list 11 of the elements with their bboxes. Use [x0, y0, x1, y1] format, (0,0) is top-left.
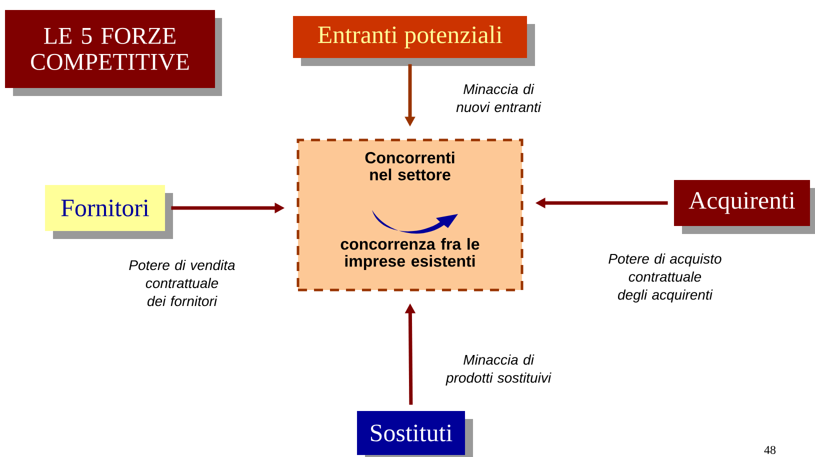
page-number: 48	[764, 446, 776, 454]
rivalry-box: Concorrenti nel settore concorrenza fra le imprese esistenti	[296, 138, 524, 292]
entrants-box: Entranti potenziali	[293, 16, 535, 66]
suppliers-box: Fornitori	[45, 185, 173, 239]
buyers-box: Acquirenti	[674, 180, 815, 234]
edge-label: Minaccia di nuovi entranti	[456, 84, 542, 112]
edge-label: Potere di vendita contrattuale dei fornitori	[129, 260, 235, 306]
substitutes-box: Sostituti	[357, 411, 473, 457]
edge-label: Minaccia di prodotti sostituivi	[446, 354, 552, 386]
edge-label: Potere di acquisto contrattuale degli acquirenti	[608, 253, 722, 303]
title-box: LE 5 FORZE COMPETITIVE	[5, 10, 222, 96]
